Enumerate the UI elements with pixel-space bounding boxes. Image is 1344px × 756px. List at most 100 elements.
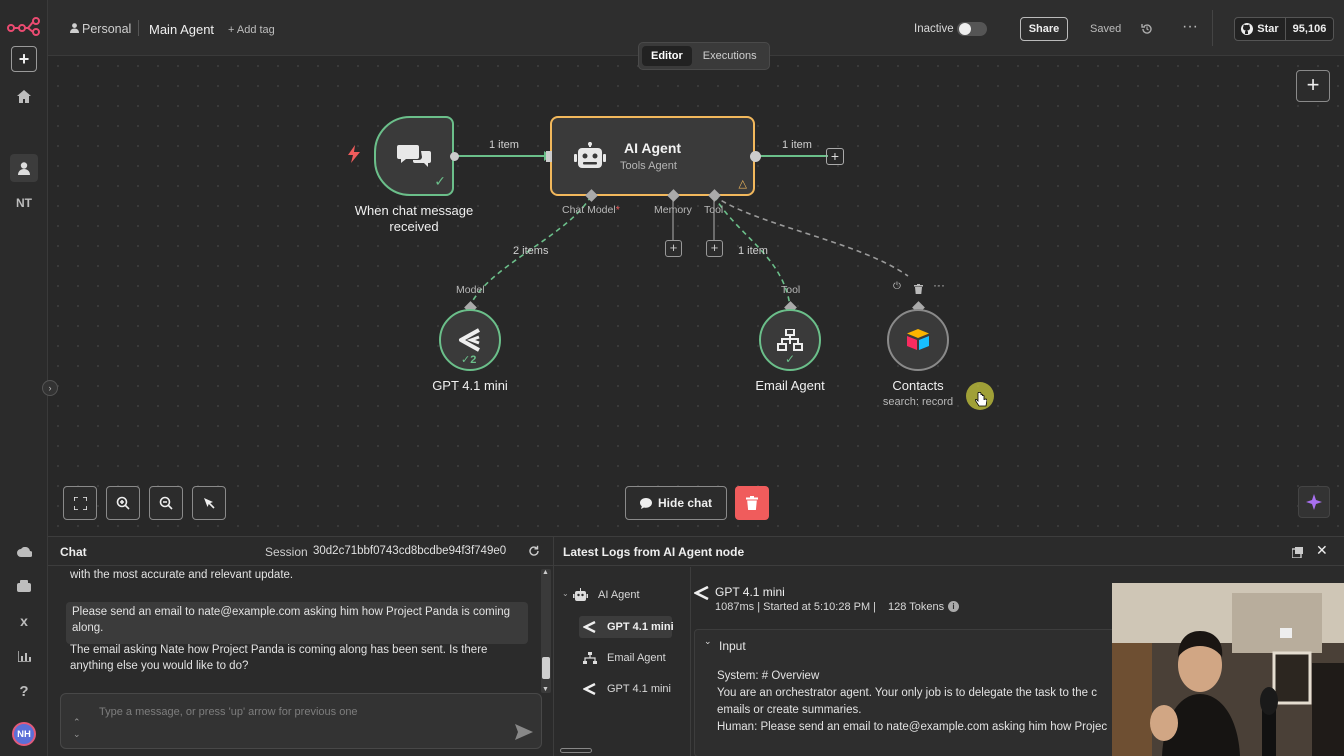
chat-title: Chat: [60, 545, 87, 559]
gpt-model-node[interactable]: ✓2: [439, 309, 501, 371]
log-tree-gpt-2[interactable]: GPT 4.1 mini: [583, 683, 671, 695]
user-icon[interactable]: [10, 154, 38, 182]
chat-icon: [639, 497, 652, 509]
edge-label-tool: 1 item: [738, 245, 768, 257]
email-agent-node[interactable]: ✓: [759, 309, 821, 371]
input-label[interactable]: Input: [719, 639, 746, 653]
more-options-icon[interactable]: ···: [1182, 18, 1198, 35]
ai-agent-title: AI Agent: [624, 140, 682, 156]
log-tree-ai-agent[interactable]: AI Agent: [573, 588, 640, 601]
workflow-canvas[interactable]: Editor Executions ✓ When chat message re…: [48, 42, 1344, 536]
chat-input-placeholder[interactable]: Type a message, or press 'up' arrow for …: [99, 706, 358, 718]
agent-input-port[interactable]: [546, 151, 552, 162]
ai-agent-node[interactable]: AI Agent Tools Agent △: [550, 116, 755, 196]
insights-icon[interactable]: [10, 642, 38, 670]
add-node-button[interactable]: +: [1296, 70, 1330, 102]
expand-sidebar-chevron-icon[interactable]: ›: [42, 380, 58, 396]
success-check-icon: ✓: [434, 173, 446, 189]
network-icon: [583, 652, 597, 664]
warning-icon: △: [738, 178, 747, 190]
scroll-up-icon[interactable]: ▲: [542, 569, 549, 576]
ai-assistant-button[interactable]: [1298, 486, 1330, 518]
pointer-icon: [204, 498, 215, 509]
logs-scrollbar[interactable]: [560, 748, 592, 753]
trigger-output-port[interactable]: [450, 152, 459, 161]
delete-execution-button[interactable]: [735, 486, 769, 520]
detail-openai-icon: [693, 585, 710, 605]
zoom-in-button[interactable]: [106, 486, 140, 520]
chat-trigger-node[interactable]: ✓: [374, 116, 454, 196]
chat-divider: [48, 565, 554, 566]
openai-chevron-icon: [583, 621, 596, 633]
add-tag-link[interactable]: + Add tag: [228, 24, 275, 36]
webcam-overlay: [1112, 583, 1344, 756]
zoom-in-icon: [116, 496, 130, 510]
tidy-up-button[interactable]: [192, 486, 226, 520]
tool-port-label: Tool: [704, 204, 724, 216]
contacts-node-title: Contacts: [892, 378, 944, 393]
reset-session-icon[interactable]: [528, 544, 540, 562]
scroll-down-icon[interactable]: ▼: [542, 686, 549, 693]
log-tree-selected-bg: [579, 616, 672, 638]
history-arrows-icon[interactable]: ⌃⌄: [73, 717, 81, 739]
log-tree-label: GPT 4.1 mini: [607, 683, 671, 695]
tokens-info-icon[interactable]: i: [948, 601, 959, 612]
home-icon[interactable]: [10, 82, 38, 110]
github-star-count: 95,106: [1286, 17, 1334, 41]
close-logs-icon[interactable]: ✕: [1316, 542, 1328, 558]
help-icon[interactable]: ?: [19, 682, 29, 700]
edge-label-out: 1 item: [782, 139, 812, 151]
zoom-out-button[interactable]: [149, 486, 183, 520]
agent-output-port[interactable]: [750, 151, 761, 162]
variables-icon[interactable]: x: [20, 613, 28, 629]
node-power-icon[interactable]: ⏻: [893, 281, 901, 292]
workspace-name: Personal: [82, 22, 132, 36]
edge-label-in: 1 item: [489, 139, 519, 151]
left-sidebar: + NT x ? NH ›: [0, 0, 58, 756]
chat-scrollbar-thumb[interactable]: [542, 657, 550, 679]
add-memory-plus-icon[interactable]: +: [665, 240, 682, 257]
chat-scrollbar[interactable]: ▲ ▼: [541, 569, 551, 693]
presenter-video-image: [1112, 583, 1344, 756]
log-tree-gpt-1[interactable]: GPT 4.1 mini: [583, 621, 674, 633]
user-avatar[interactable]: NH: [12, 722, 36, 746]
tab-executions[interactable]: Executions: [702, 50, 757, 62]
project-nt[interactable]: NT: [16, 196, 32, 210]
robot-icon: [574, 142, 606, 177]
input-line: Human: Please send an email to nate@exam…: [717, 721, 1108, 733]
log-tree-email-agent[interactable]: Email Agent: [583, 652, 666, 664]
email-success-check: ✓: [785, 352, 796, 366]
chat-input-box[interactable]: Type a message, or press 'up' arrow for …: [60, 693, 542, 749]
node-trash-icon[interactable]: [914, 281, 923, 299]
detail-title: GPT 4.1 mini: [715, 585, 785, 599]
github-star-button[interactable]: Star: [1234, 17, 1286, 41]
tree-collapse-chevron-icon[interactable]: ⌄: [562, 589, 569, 598]
workflow-name[interactable]: Main Agent: [149, 22, 215, 37]
n8n-logo-icon[interactable]: [6, 12, 42, 40]
contacts-node[interactable]: [887, 309, 949, 371]
hide-chat-button[interactable]: Hide chat: [625, 486, 727, 520]
templates-icon[interactable]: [10, 572, 38, 600]
fit-view-button[interactable]: [63, 486, 97, 520]
edge-label-model: 2 items: [513, 245, 549, 257]
create-plus-icon[interactable]: +: [11, 46, 37, 72]
add-next-node-plus-icon[interactable]: +: [826, 148, 844, 165]
logs-title: Latest Logs from AI Agent node: [563, 545, 745, 559]
connections-layer: [454, 151, 909, 307]
toggle-knob: [959, 23, 971, 35]
chat-bubbles-icon: [397, 145, 431, 167]
send-icon[interactable]: [515, 724, 533, 745]
add-tool-plus-icon[interactable]: +: [706, 240, 723, 257]
cloud-icon[interactable]: [10, 538, 38, 566]
node-more-icon[interactable]: ···: [933, 278, 945, 292]
history-icon[interactable]: [1140, 22, 1154, 36]
share-button[interactable]: Share: [1020, 17, 1068, 41]
tab-editor[interactable]: Editor: [642, 46, 692, 66]
popout-icon[interactable]: [1291, 545, 1303, 563]
topbar-divider: [1212, 10, 1213, 46]
workspace-breadcrumb[interactable]: Personal: [70, 22, 131, 36]
airtable-icon: [907, 329, 929, 350]
active-toggle[interactable]: [957, 22, 987, 36]
input-collapse-chevron-icon[interactable]: ⌄: [704, 636, 712, 646]
